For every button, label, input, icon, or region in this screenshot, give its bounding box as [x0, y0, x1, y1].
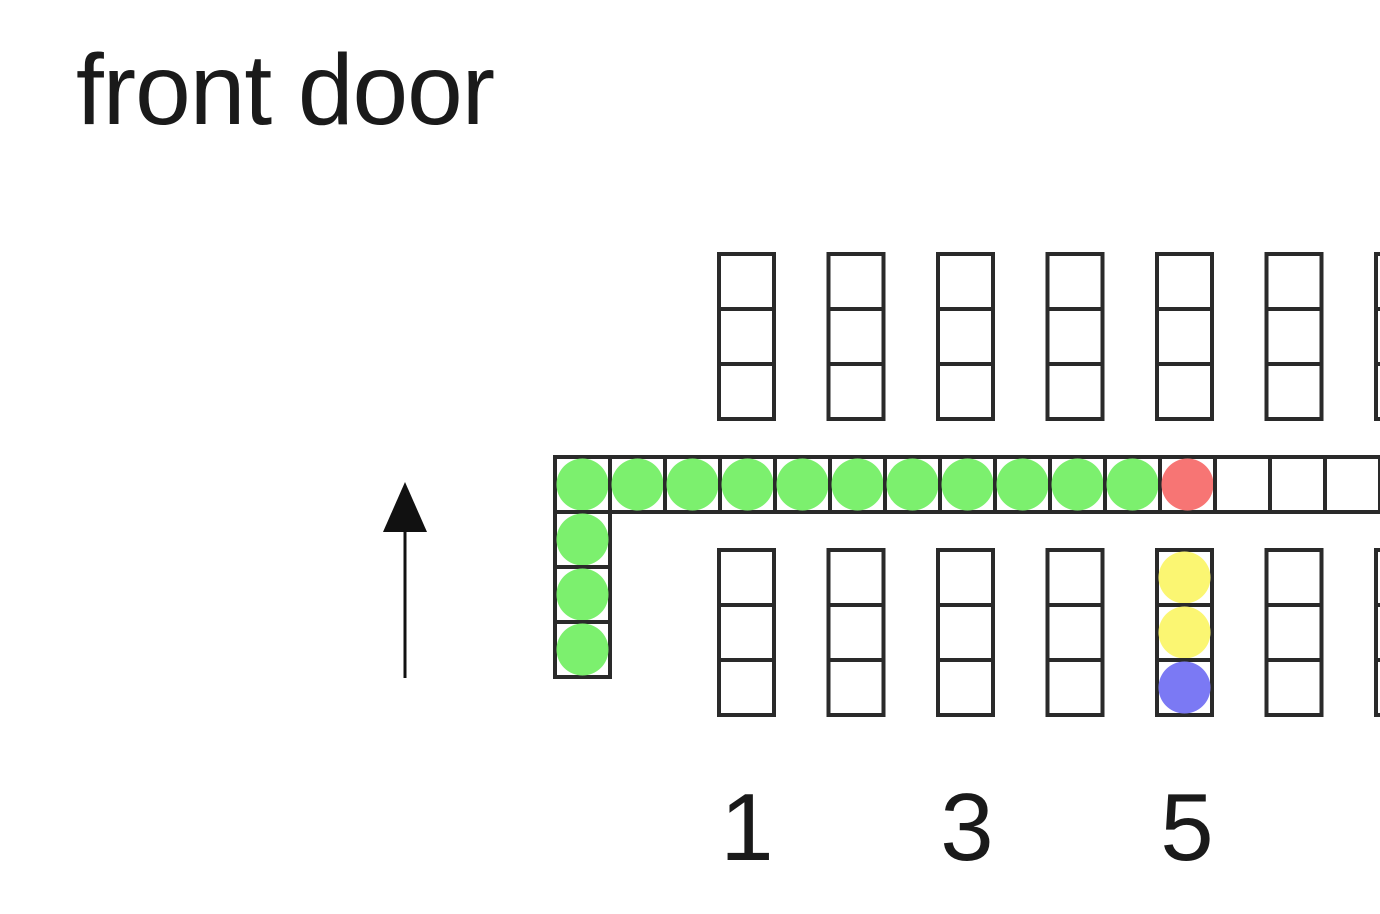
aisle-cell [1268, 455, 1327, 514]
aisle-dot-green [996, 458, 1049, 511]
aisle-row [553, 455, 1380, 514]
entry-cell [553, 620, 612, 679]
shelf-dot-yellow [1158, 551, 1211, 604]
lower-shelf [717, 548, 776, 717]
shelf-cell [1045, 307, 1105, 366]
shelf-cell [1374, 362, 1380, 421]
aisle-dot-green [886, 458, 939, 511]
entry-dot-green [556, 513, 609, 566]
shelf-cell [1045, 362, 1105, 421]
shelf-cell [1045, 658, 1105, 717]
aisle-cell [1213, 455, 1272, 514]
shelf-cell [1264, 658, 1324, 717]
shelf-cell [717, 658, 776, 717]
shelf-dot-blue [1158, 661, 1211, 714]
shelf-cell [936, 658, 995, 717]
aisle-dot-red [1161, 458, 1214, 511]
lower-shelf [936, 548, 995, 717]
arrow-up-icon [383, 482, 427, 678]
shelf-cell [936, 307, 995, 366]
shelf-cell [717, 362, 776, 421]
aisle-dot-green [1051, 458, 1104, 511]
aisle-dot-green [666, 458, 719, 511]
lower-shelf [1374, 548, 1380, 717]
shelf-cell [1045, 548, 1105, 607]
aisle-cell [1323, 455, 1380, 514]
column-label: 1 [720, 774, 773, 881]
upper-shelf [1264, 252, 1324, 421]
aisle-dot-green [611, 458, 664, 511]
lower-shelves [717, 548, 1380, 717]
shelf-cell [936, 252, 995, 311]
shelf-cell [826, 362, 886, 421]
shelf-cell [1264, 252, 1324, 311]
aisle-dot-green [831, 458, 884, 511]
shelf-cell [1374, 307, 1380, 366]
entry-dot-green [556, 623, 609, 676]
aisle-dot-green [776, 458, 829, 511]
shelf-cell [936, 603, 995, 662]
upper-shelf [1155, 252, 1214, 421]
shelf-cell [1045, 252, 1105, 311]
shelf-cell [936, 548, 995, 607]
shelf-dot-yellow [1158, 606, 1211, 659]
lower-shelf [1155, 548, 1214, 717]
column-labels: 1 3 5 [720, 774, 1213, 881]
aisle-dot-green [556, 458, 609, 511]
column-label: 3 [940, 774, 993, 881]
shelf-cell [1045, 603, 1105, 662]
page-title: front door [76, 34, 495, 146]
upper-shelf [1374, 252, 1380, 421]
lower-shelf [1045, 548, 1105, 717]
shelf-cell [1155, 252, 1214, 311]
shelf-cell [826, 658, 886, 717]
shelf-cell [1264, 548, 1324, 607]
shelf-cell [826, 252, 886, 311]
shelf-cell [1374, 548, 1380, 607]
upper-shelf [1045, 252, 1105, 421]
shelf-cell [1155, 307, 1214, 366]
aisle-dot-green [721, 458, 774, 511]
shelf-cell [1374, 603, 1380, 662]
shelf-cell [717, 252, 776, 311]
shelf-cell [717, 603, 776, 662]
shelf-cell [1374, 658, 1380, 717]
shelf-cell [826, 603, 886, 662]
lower-shelf [826, 548, 886, 717]
upper-shelf [717, 252, 776, 421]
shelf-cell [1264, 362, 1324, 421]
upper-shelf [826, 252, 886, 421]
shelf-cell [1264, 307, 1324, 366]
lower-shelf [1264, 548, 1324, 717]
shelf-cell [717, 307, 776, 366]
shelf-cell [826, 307, 886, 366]
aisle-dot-green [1106, 458, 1159, 511]
column-label: 5 [1160, 774, 1213, 881]
shelf-cell [936, 362, 995, 421]
shelf-cell [826, 548, 886, 607]
shelf-cell [1264, 603, 1324, 662]
shelf-cell [1155, 362, 1214, 421]
entry-dot-green [556, 568, 609, 621]
upper-shelves [717, 252, 1380, 421]
aisle-dot-green [941, 458, 994, 511]
upper-shelf [936, 252, 995, 421]
entry-column [553, 510, 612, 679]
shelf-cell [1374, 252, 1380, 311]
shelf-cell [717, 548, 776, 607]
shelf-cell [1155, 658, 1214, 717]
